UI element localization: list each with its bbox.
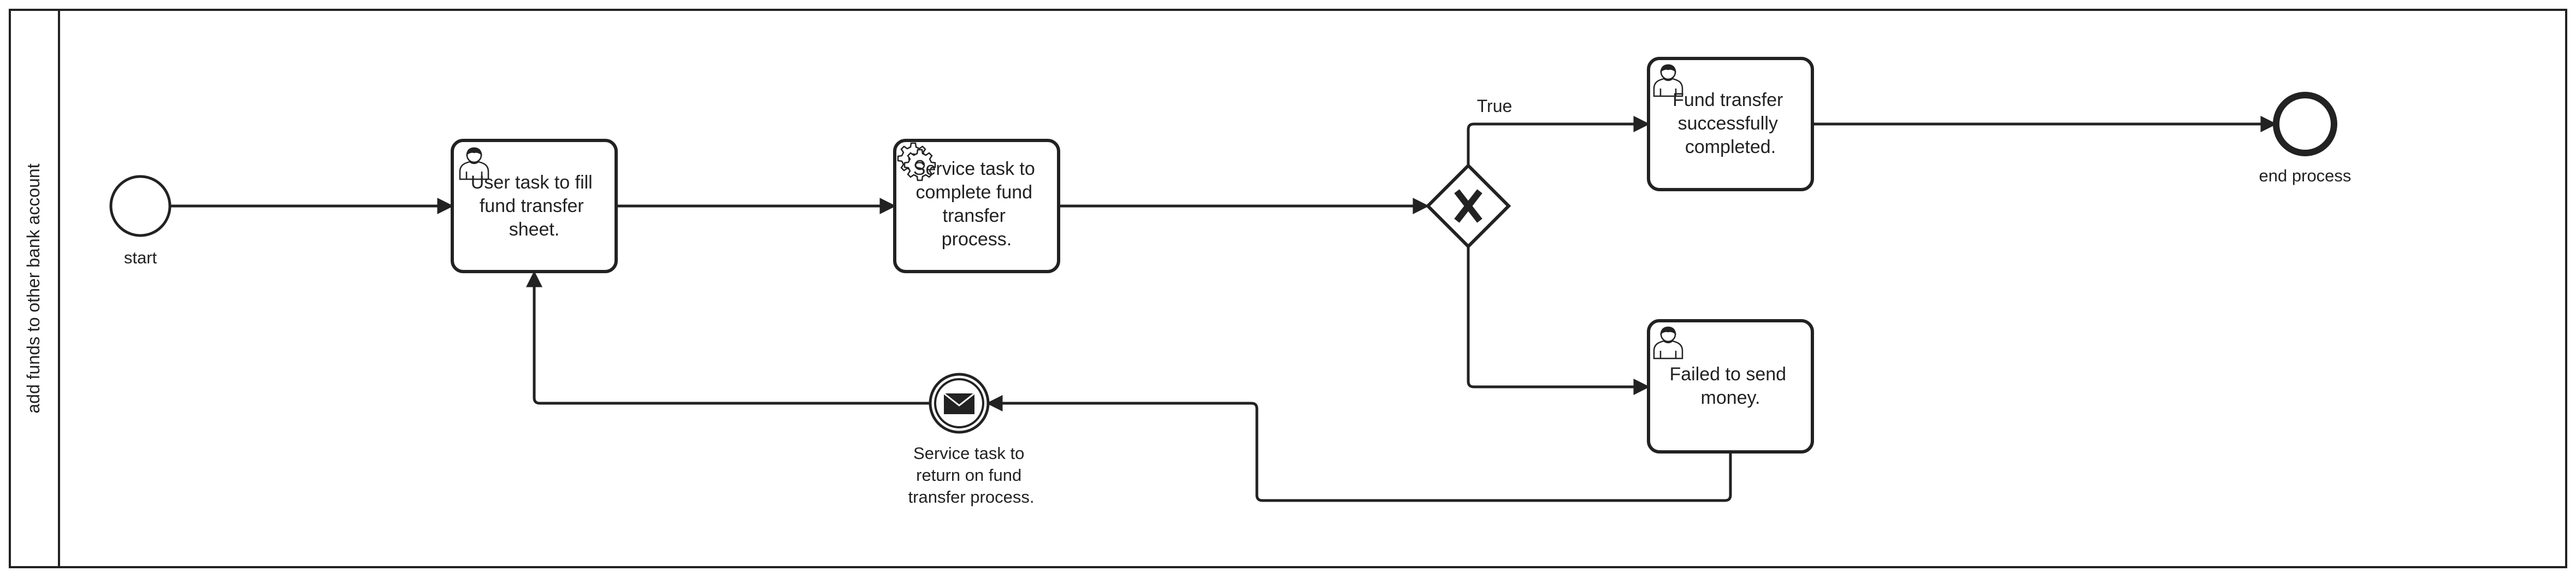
flow-gateway-to-failed [1467,246,1650,395]
flow-gateway-to-success [1467,116,1650,166]
end-event-label: end process [2259,166,2352,185]
x-icon [1454,189,1482,223]
task-failed-to-send[interactable]: Failed to send money. [1647,319,1814,454]
pool[interactable]: add funds to other bank account [9,9,2567,568]
end-event[interactable] [2273,92,2337,156]
gear-icon [897,142,936,181]
task-failed-label: Failed to send money. [1669,364,1791,408]
start-event-label: start [124,248,157,267]
sequence-flows [170,116,2277,502]
pool-label: add funds to other bank account [23,163,43,413]
exclusive-gateway[interactable] [1425,163,1511,249]
user-icon [459,147,489,180]
user-icon [1653,64,1683,97]
flow-intermediate-to-fill-sheet [526,270,930,405]
task-complete-fund-transfer[interactable]: Service task to complete fund transfer p… [893,139,1060,273]
intermediate-message-event[interactable] [929,373,990,434]
task-success-label: Fund transfer successfully completed. [1673,90,1788,157]
intermediate-event-label: Service task to return on fund transfer … [908,444,1035,507]
user-icon [1653,326,1683,360]
start-event[interactable] [109,175,172,237]
task-fill-sheet-label: User task to fill fund transfer sheet. [471,172,598,240]
task-complete-label: Service task to complete fund transfer p… [913,158,1040,250]
task-fill-sheet[interactable]: User task to fill fund transfer sheet. [451,139,618,273]
flow-failed-to-intermediate [986,395,1732,502]
envelope-icon [943,392,975,414]
flow-label-true: True [1477,96,1512,116]
task-transfer-success[interactable]: Fund transfer successfully completed. [1647,57,1814,191]
